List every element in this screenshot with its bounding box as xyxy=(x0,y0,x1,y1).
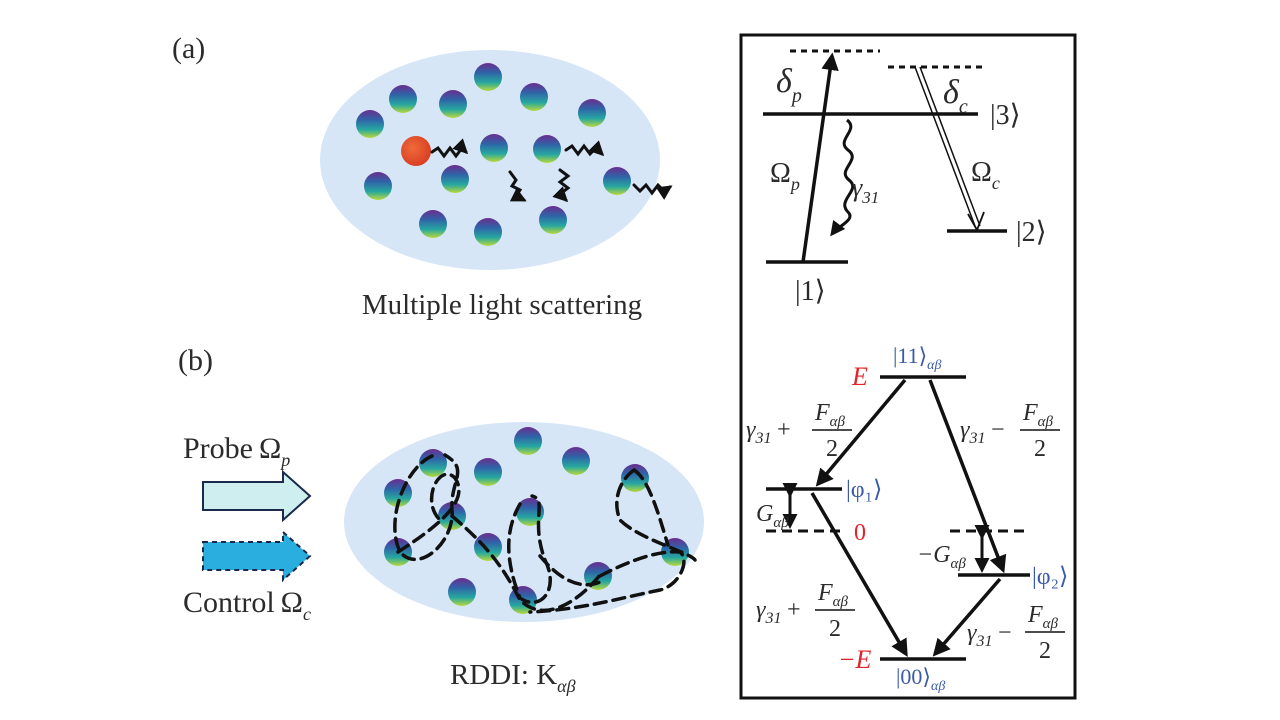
decay-phi2-to-00 xyxy=(932,577,1002,657)
panel-b-label: (b) xyxy=(178,344,213,377)
decay-wavy-arrow xyxy=(830,118,855,237)
three-level-scheme: δp δc |3⟩ Ωp γ31 Ωc |2⟩ |1⟩ xyxy=(763,49,1047,307)
control-arrow xyxy=(202,529,312,583)
rddi-dashed-loops xyxy=(393,453,697,614)
panel-b-atom-14 xyxy=(448,578,476,606)
rate-upper-right: γ31− Fαβ 2 xyxy=(960,400,1060,462)
decay-phi1-to-00 xyxy=(810,492,908,658)
panel-a-atom-11 xyxy=(603,167,631,195)
panel-a-atom-9 xyxy=(364,172,392,200)
energy-E-label: E xyxy=(851,362,868,391)
svg-text:Fαβ: Fαβ xyxy=(817,580,849,610)
panel-a-atom-12 xyxy=(419,210,447,238)
panel-a-atom-2 xyxy=(389,85,417,113)
panel-a-atom-4 xyxy=(520,83,548,111)
panel-b-atom-5 xyxy=(621,464,649,492)
panel-a-atom-3 xyxy=(439,90,467,118)
panel-a-atom-14 xyxy=(539,206,567,234)
svg-text:2: 2 xyxy=(829,616,841,642)
probe-arrow xyxy=(202,469,312,523)
panel-a-atom-8 xyxy=(533,135,561,163)
phi1-label: |φ₁⟩ xyxy=(846,477,882,503)
collective-state-scheme: |11⟩αβ E γ31+ Fαβ 2 γ31− Fαβ 2 |φ₁⟩ Gαβ … xyxy=(746,343,1068,694)
delta-c-label: δc xyxy=(943,74,968,118)
svg-text:γ31−: γ31− xyxy=(967,620,1013,650)
panel-a-atom-7 xyxy=(480,134,508,162)
energy-minus-E-label: −E xyxy=(838,645,872,674)
rate-lower-left: γ31+ Fαβ 2 xyxy=(756,580,855,642)
omega-c-label: Ωc xyxy=(971,157,1000,193)
level-diagram-frame xyxy=(739,33,1077,700)
svg-text:γ31+: γ31+ xyxy=(746,417,792,447)
panel-b-atom-3 xyxy=(474,458,502,486)
probe-transition-arrow xyxy=(801,52,839,263)
minus-G-label: −Gαβ xyxy=(917,542,966,572)
svg-text:2: 2 xyxy=(1034,436,1046,462)
panel-a-label: (a) xyxy=(172,32,205,65)
ket-11-label: |11⟩αβ xyxy=(893,343,942,373)
panel-b-atom-9 xyxy=(474,533,502,561)
phi2-label: |φ₂⟩ xyxy=(1032,564,1068,590)
svg-text:γ31−: γ31− xyxy=(960,417,1006,447)
panel-a: (a) Multiple light scattering xyxy=(172,32,673,321)
panel-a-atom-6 xyxy=(356,110,384,138)
panel-b-atom-4 xyxy=(562,447,590,475)
zero-label: 0 xyxy=(854,520,866,546)
svg-text:2: 2 xyxy=(1039,638,1051,664)
G-label: Gαβ xyxy=(756,501,789,531)
ket-1-label: |1⟩ xyxy=(795,276,826,307)
omega-p-label: Ωp xyxy=(770,158,800,194)
panel-b-atom-1 xyxy=(514,427,542,455)
control-transition-arrow xyxy=(914,66,985,233)
rate-lower-right: γ31− Fαβ 2 xyxy=(967,602,1065,664)
svg-text:Fαβ: Fαβ xyxy=(1022,400,1054,430)
delta-p-label: δp xyxy=(776,63,802,107)
ket-00-label: |00⟩αβ xyxy=(896,664,945,694)
atoms-a xyxy=(356,63,631,246)
svg-text:2: 2 xyxy=(826,436,838,462)
svg-text:Fαβ: Fαβ xyxy=(1027,602,1059,632)
panel-a-atom-13 xyxy=(474,218,502,246)
ket-3-label: |3⟩ xyxy=(990,100,1021,131)
panel-a-caption: Multiple light scattering xyxy=(362,289,642,321)
panel-a-atom-1 xyxy=(474,63,502,91)
rddi-caption: RDDI: Kαβ xyxy=(450,659,576,696)
panel-a-atom-10 xyxy=(441,165,469,193)
svg-text:γ31+: γ31+ xyxy=(756,597,802,627)
gamma-31-label: γ31 xyxy=(852,173,879,207)
excited-atom xyxy=(401,136,431,166)
scattered-photon-paths xyxy=(430,138,673,203)
decay-11-to-phi2 xyxy=(928,379,1007,574)
rate-upper-left: γ31+ Fαβ 2 xyxy=(746,400,852,462)
svg-text:Fαβ: Fαβ xyxy=(814,400,846,430)
panel-b-atom-8 xyxy=(516,498,544,526)
panel-b-atom-2 xyxy=(419,449,447,477)
decay-11-to-phi1 xyxy=(815,378,907,487)
panel-a-atom-5 xyxy=(578,99,606,127)
ket-2-label: |2⟩ xyxy=(1016,217,1047,248)
